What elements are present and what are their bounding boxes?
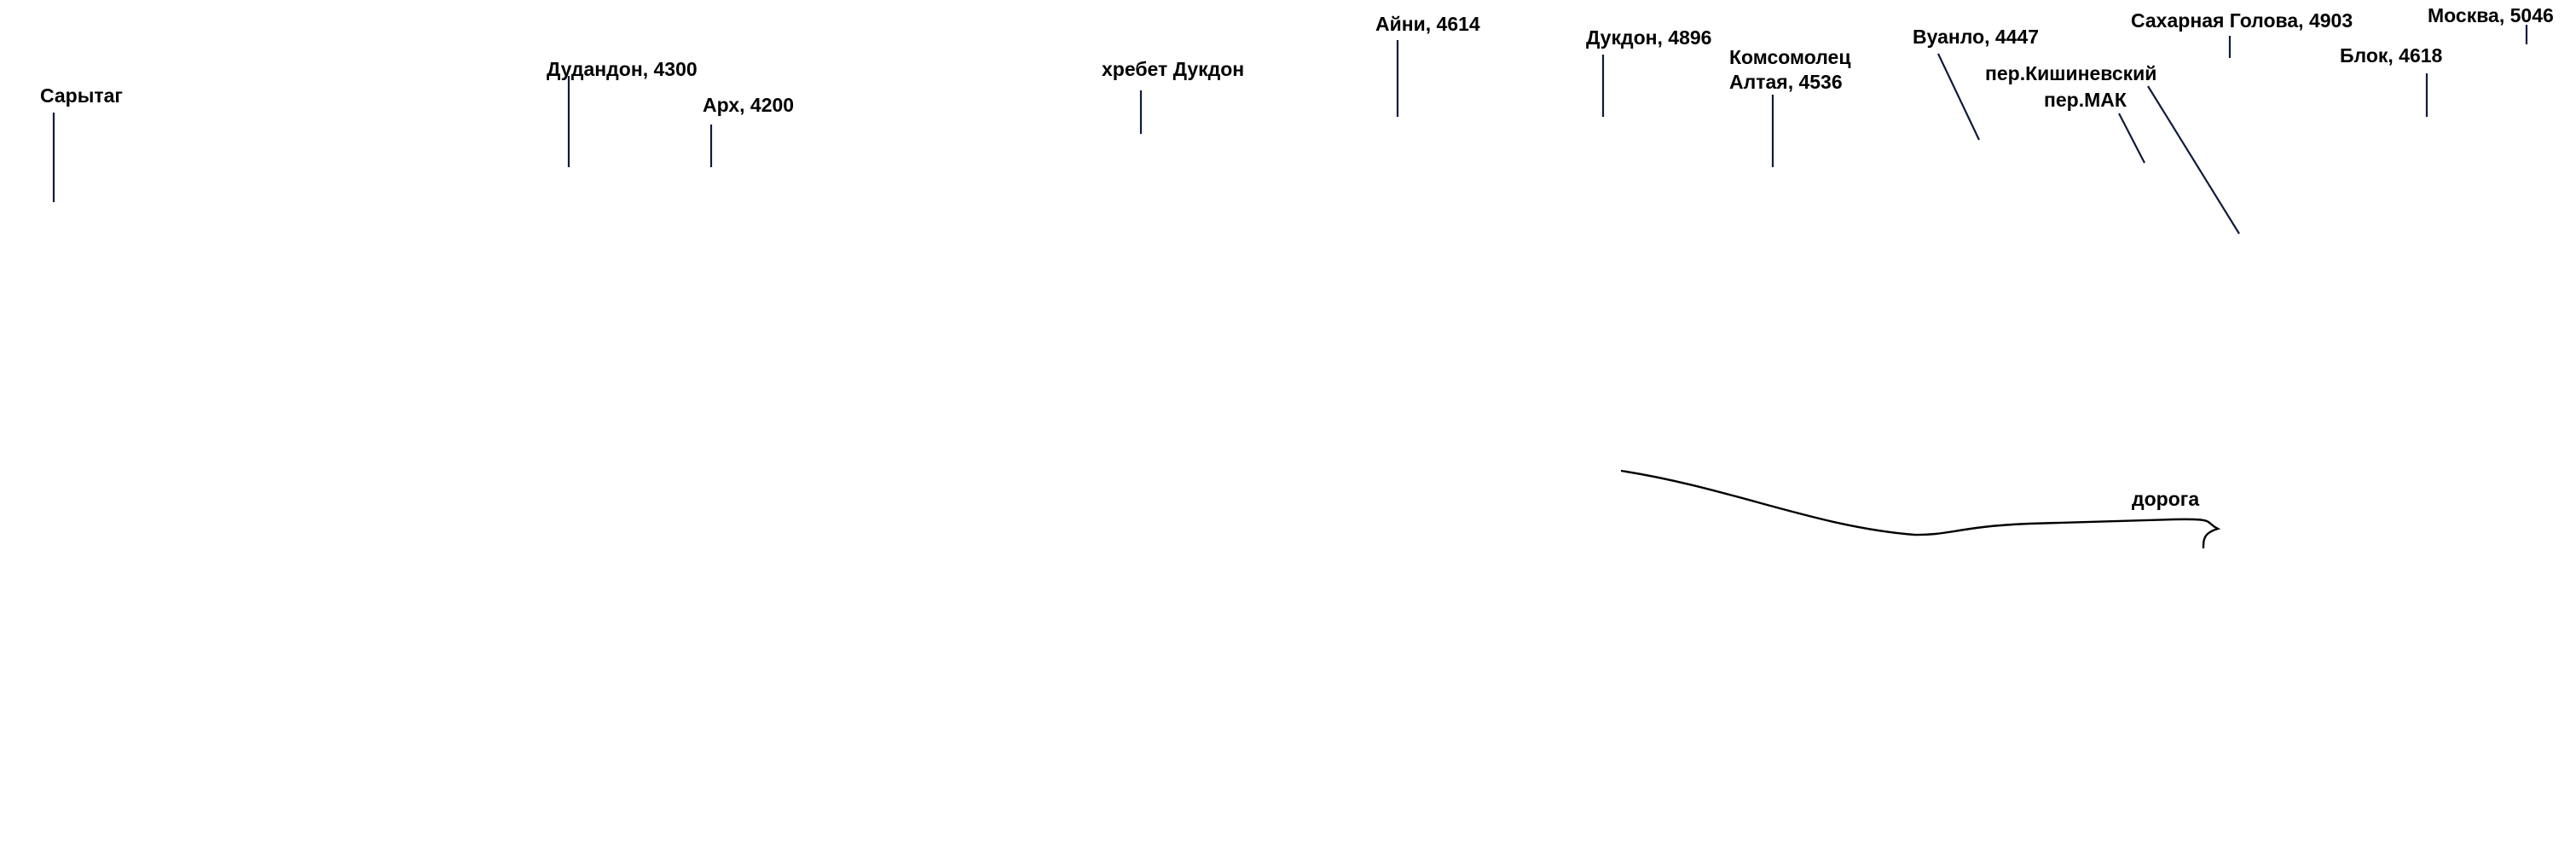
label-kishinevsky: пер.Кишиневский (1985, 62, 2157, 84)
leader-line-vuanlo (1937, 53, 1980, 141)
label-blok: Блок, 4618 (2340, 44, 2443, 67)
leader-line-kishinevsky (2147, 85, 2240, 235)
label-mak: пер.МАК (2044, 89, 2127, 111)
label-moskva: Москва, 5046 (2428, 4, 2554, 26)
label-sakharnaya: Сахарная Голова, 4903 (2131, 9, 2353, 32)
leader-lines (52, 25, 2528, 235)
label-arkh: Арх, 4200 (703, 94, 795, 116)
leader-line-mak (2118, 113, 2145, 164)
label-aini: Айни, 4614 (1375, 13, 1480, 35)
label-vuanlo: Вуанло, 4447 (1913, 26, 2040, 48)
label-sarytag: Сарытаг (40, 84, 124, 107)
label-dukdon-ridge: хребет Дукдон (1102, 58, 1245, 80)
road-line (1620, 469, 2221, 549)
label-dudandon: Дудандон, 4300 (547, 58, 698, 80)
label-dukdon: Дукдон, 4896 (1586, 26, 1712, 49)
label-road: дорога (2132, 488, 2200, 510)
label-komsomolets-line2: Алтая, 4536 (1729, 71, 1843, 93)
label-komsomolets: Комсомолец Алтая, 4536 (1729, 45, 1850, 95)
label-komsomolets-line1: Комсомолец (1729, 46, 1851, 68)
